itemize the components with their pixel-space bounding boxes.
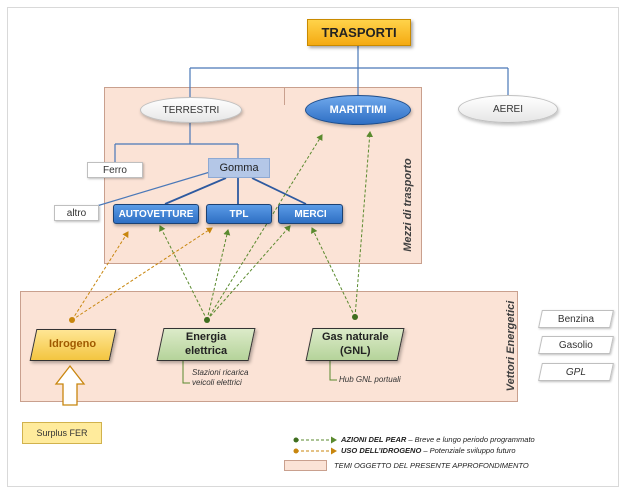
energia-dot bbox=[204, 317, 210, 323]
gas-naturale-node: Gas naturale (GNL) bbox=[305, 328, 405, 361]
terrestri-node: TERRESTRI bbox=[140, 97, 242, 123]
gas-dot bbox=[352, 314, 358, 320]
gasolio-node: Gasolio bbox=[538, 336, 614, 354]
benzina-node: Benzina bbox=[538, 310, 614, 328]
marittimi-node: MARITTIMI bbox=[305, 95, 411, 125]
aerei-node: AEREI bbox=[458, 95, 558, 123]
idrogeno-node: Idrogeno bbox=[29, 329, 117, 361]
tree-lines bbox=[89, 46, 509, 209]
altro-node: altro bbox=[54, 205, 99, 221]
gas-naturale-label: Gas naturale (GNL) bbox=[321, 330, 389, 357]
note-connectors bbox=[182, 361, 337, 384]
legend-temi-swatch bbox=[284, 460, 327, 471]
surplus-fer-node: Surplus FER bbox=[22, 422, 102, 444]
tpl-node: TPL bbox=[206, 204, 272, 224]
idrogeno-label: Idrogeno bbox=[49, 338, 97, 351]
diagram-frame bbox=[7, 7, 619, 487]
trasporti-node: TRASPORTI bbox=[307, 19, 411, 46]
gas-note: Hub GNL portuali bbox=[339, 375, 401, 384]
idrogeno-arrows bbox=[71, 227, 337, 455]
energia-note: Stazioni ricarica veicoli elettrici bbox=[192, 368, 249, 388]
energia-elettrica-node: Energia elettrica bbox=[156, 328, 256, 361]
pear-arrows bbox=[159, 131, 374, 444]
idrogeno-dot bbox=[69, 317, 75, 323]
gpl-node: GPL bbox=[538, 363, 614, 381]
legend-pear: AZIONI DEL PEAR – Breve e lungo periodo … bbox=[341, 435, 535, 444]
legend-idrogeno: USO DELL’IDROGENO – Potenziale sviluppo … bbox=[341, 446, 516, 455]
energia-elettrica-label: Energia elettrica bbox=[184, 330, 228, 357]
ferro-node: Ferro bbox=[87, 162, 143, 178]
legend-temi: TEMI OGGETTO DEL PRESENTE APPROFONDIMENT… bbox=[334, 461, 529, 470]
merci-node: MERCI bbox=[278, 204, 343, 224]
surplus-up-arrow bbox=[54, 364, 86, 406]
gomma-node: Gomma bbox=[208, 158, 270, 178]
gomma-branches bbox=[164, 177, 307, 205]
autovetture-node: AUTOVETTURE bbox=[113, 204, 199, 224]
